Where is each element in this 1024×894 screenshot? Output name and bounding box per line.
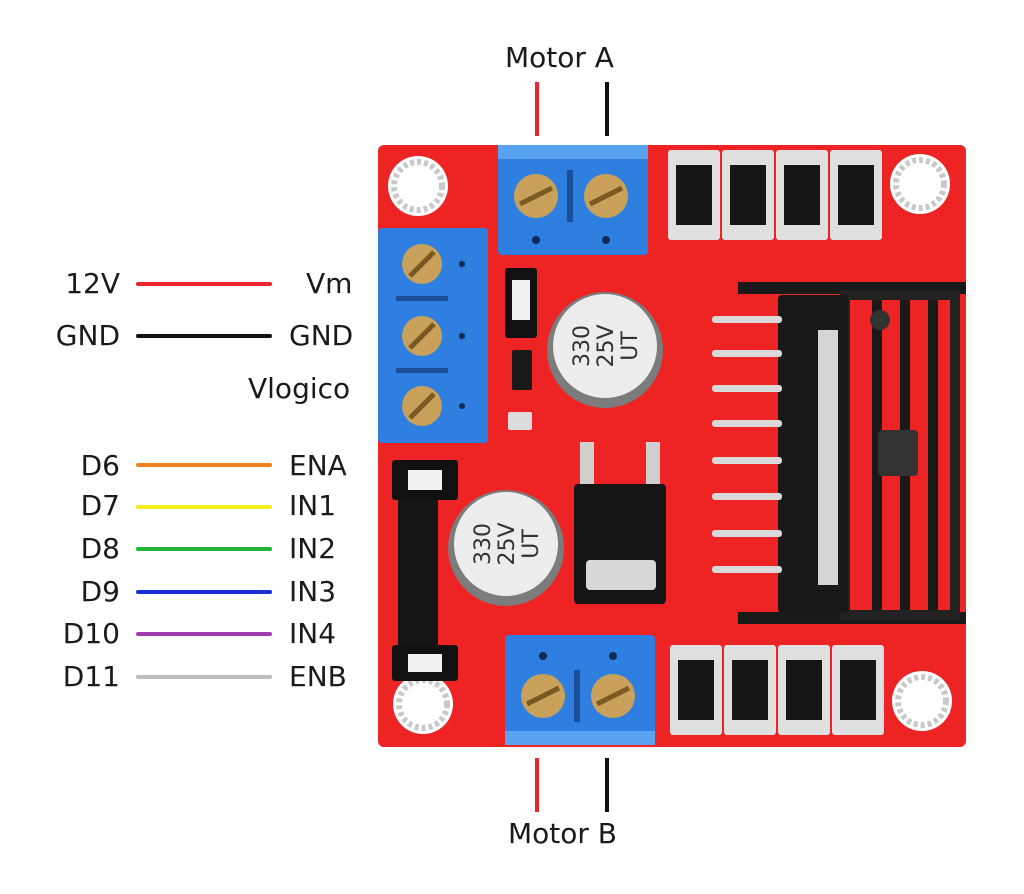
power-terminal — [378, 228, 488, 443]
motor-b-terminal — [505, 635, 655, 745]
mount-hole-bottom-left — [393, 674, 453, 734]
regulator-jumper — [505, 268, 537, 338]
power-target-gnd: GND — [289, 319, 354, 352]
signal-source-d10: D10 — [62, 617, 120, 650]
diode-smd — [512, 350, 532, 390]
power-target-vm: Vm — [306, 267, 353, 300]
power-source-gnd: GND — [55, 319, 120, 352]
signal-wire-d10 — [136, 632, 272, 636]
signal-wire-d9 — [136, 590, 272, 594]
signal-wire-d6 — [136, 463, 272, 467]
signal-source-d11: D11 — [62, 660, 120, 693]
signal-source-d9: D9 — [80, 575, 120, 608]
signal-target-in2: IN2 — [289, 532, 337, 565]
signal-wire-d7 — [136, 505, 272, 509]
power-wire-12v — [136, 282, 272, 286]
capacitor-1-voltage: 25V — [594, 324, 619, 367]
mount-hole-top-left — [388, 156, 448, 216]
power-wire-gnd — [136, 334, 272, 338]
motor-b-label: Motor B — [508, 817, 618, 850]
signal-wire-d11 — [136, 675, 272, 679]
capacitor-2: 330 25V UT — [448, 490, 564, 606]
power-target-vlogico: Vlogico — [248, 372, 351, 405]
capacitor-1-brand: UT — [618, 331, 643, 361]
motor-b-wire-black — [605, 758, 609, 812]
signal-target-enb: ENB — [289, 660, 347, 693]
voltage-regulator — [574, 442, 666, 604]
mount-hole-bottom-right — [892, 671, 952, 731]
capacitor-1: 330 25V UT — [547, 292, 663, 408]
signal-header — [392, 460, 458, 681]
l298n-chip-heatsink — [712, 282, 966, 624]
capacitor-2-voltage: 25V — [495, 522, 520, 565]
signal-wire-d8 — [136, 547, 272, 551]
capacitor-1-label: 330 — [570, 325, 595, 367]
signal-target-in3: IN3 — [289, 575, 337, 608]
signal-source-d6: D6 — [80, 449, 120, 482]
capacitor-2-label: 330 — [471, 523, 496, 565]
top-diodes — [668, 150, 882, 240]
resistor-smd — [508, 412, 532, 430]
motor-a-label: Motor A — [505, 41, 614, 74]
bottom-diodes — [670, 645, 884, 735]
signal-target-ena: ENA — [289, 449, 347, 482]
capacitor-2-brand: UT — [519, 529, 544, 559]
signal-source-d7: D7 — [80, 489, 120, 522]
signal-target-in4: IN4 — [289, 617, 337, 650]
signal-target-in1: IN1 — [289, 489, 337, 522]
mount-hole-top-right — [890, 154, 950, 214]
motor-a-terminal — [498, 145, 648, 255]
motor-b-wire-red — [535, 758, 539, 812]
motor-a-wire-red — [535, 82, 539, 136]
signal-source-d8: D8 — [80, 532, 120, 565]
power-source-12v: 12V — [65, 267, 120, 300]
motor-a-wire-black — [605, 82, 609, 136]
